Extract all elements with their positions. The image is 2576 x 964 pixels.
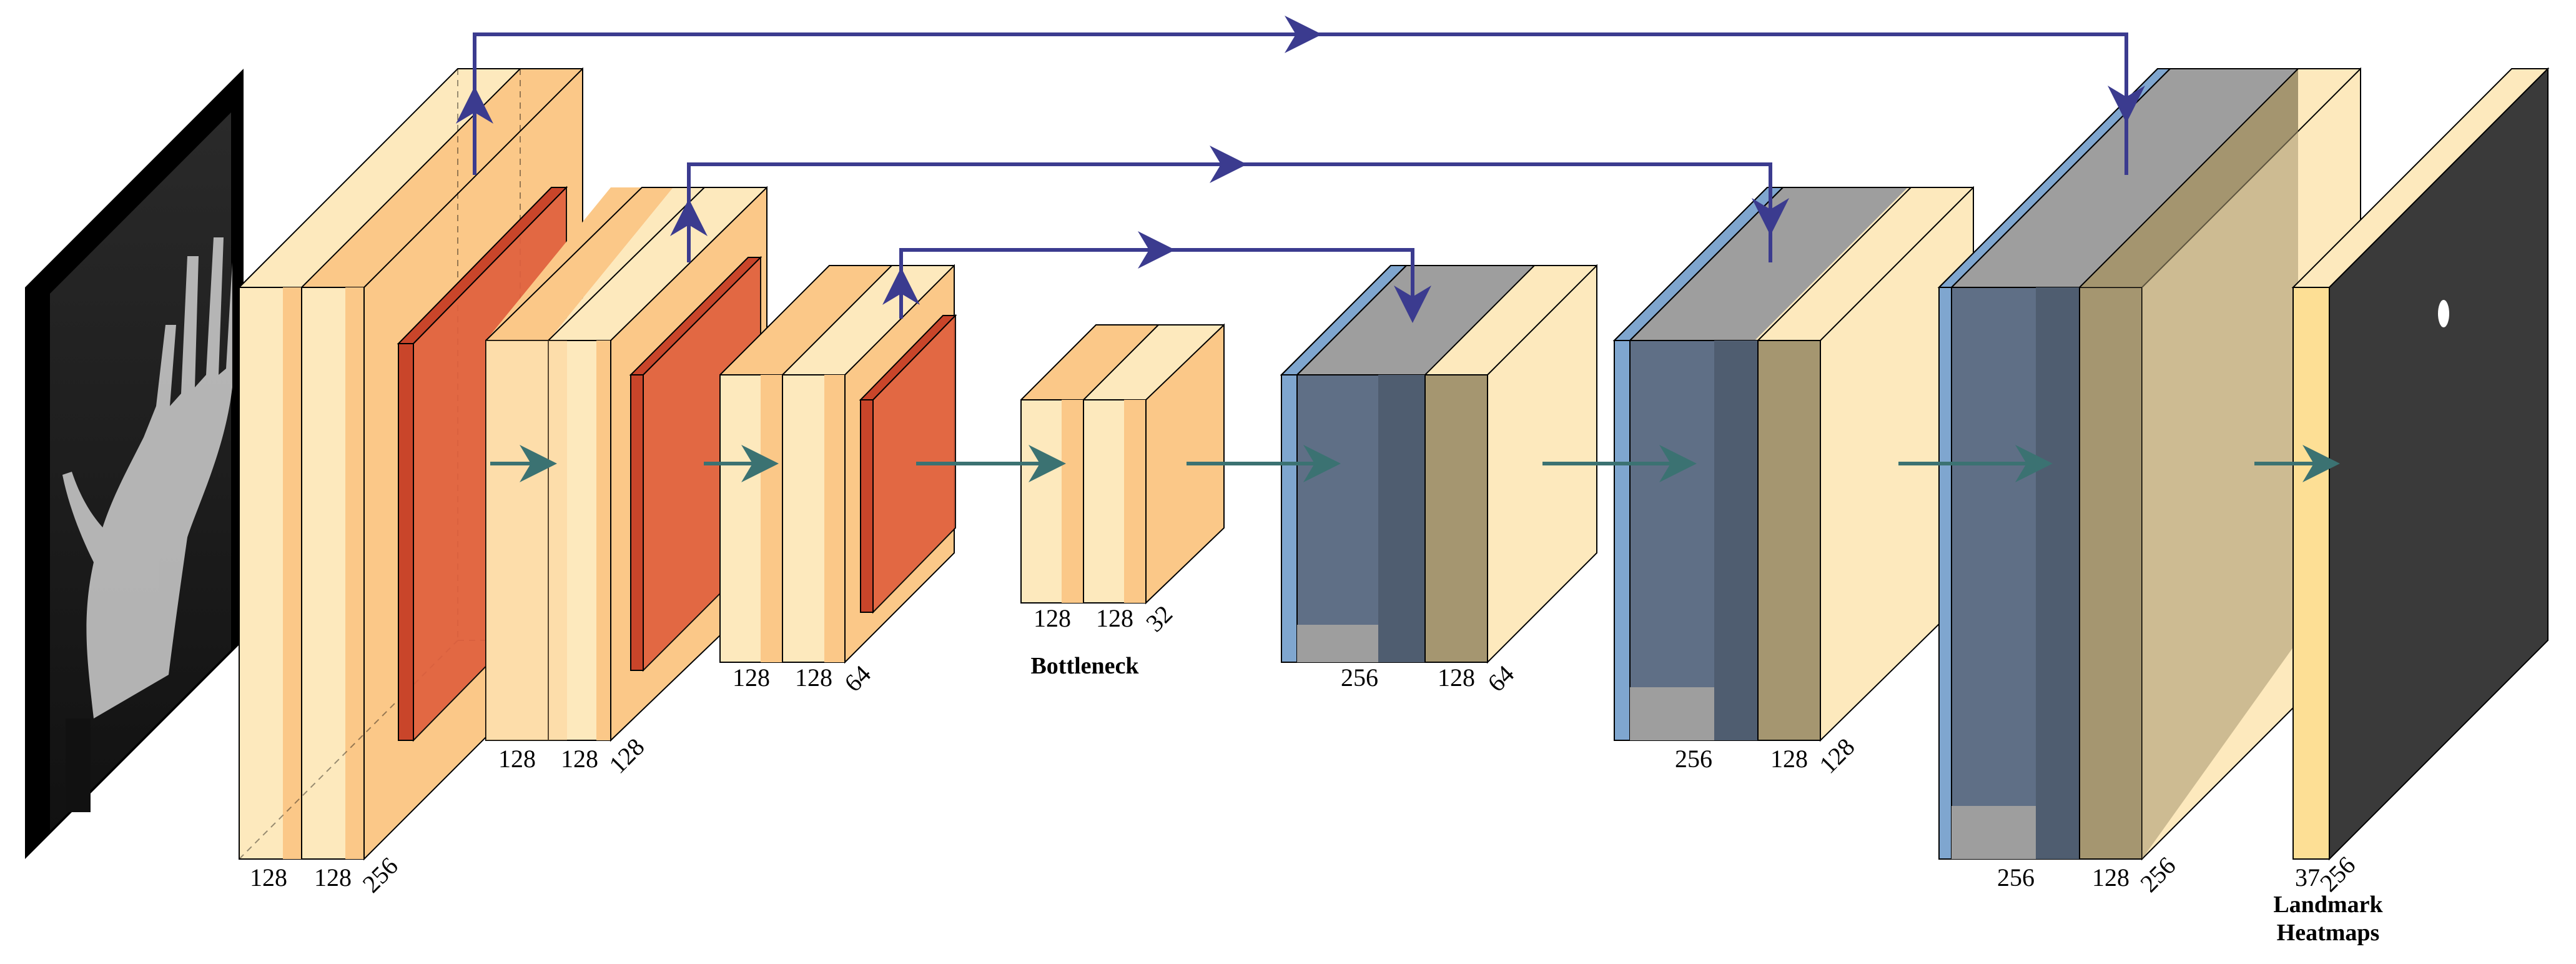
dim-label: 128 <box>733 663 770 692</box>
dim-label: 128 <box>1034 604 1071 632</box>
bottleneck-block: 128 128 32 Bottleneck <box>1020 323 1225 679</box>
dim-label: 256 <box>1675 745 1712 773</box>
input-xray-image <box>25 69 244 859</box>
dim-label: 128 <box>498 745 536 773</box>
dim-label: 128 <box>1438 663 1475 692</box>
dim-label: 128 <box>314 863 352 892</box>
pooling-layer-3 <box>859 314 957 614</box>
output-heatmap-block: 37 256 Landmark Heatmaps <box>2273 67 2550 946</box>
output-label-line2: Heatmaps <box>2277 920 2380 946</box>
dim-label: 256 <box>1341 663 1378 692</box>
dim-label: 64 <box>839 660 876 697</box>
dim-label: 128 <box>795 663 832 692</box>
dim-label: 37 <box>2295 863 2320 892</box>
bottleneck-label: Bottleneck <box>1030 653 1139 679</box>
skip-connection-1 <box>473 32 2128 175</box>
landmark-spot <box>2438 300 2449 327</box>
encoder-stage-2: 128 128 128 <box>485 186 767 779</box>
dim-label: 256 <box>1997 863 2035 892</box>
skip-connections <box>456 16 2145 323</box>
dim-label: 128 <box>1770 745 1808 773</box>
skip-connection-2 <box>687 162 1772 262</box>
dim-label: 128 <box>561 745 598 773</box>
dim-label: 128 <box>1096 604 1133 632</box>
output-label-line1: Landmark <box>2273 892 2383 918</box>
dim-label: 128 <box>2092 863 2129 892</box>
dim-label: 64 <box>1482 660 1519 697</box>
decoder-stage-2: 256 128 128 <box>1612 186 1974 779</box>
dim-label: 32 <box>1140 600 1178 637</box>
skip-connection-3 <box>899 248 1414 319</box>
decoder-stage-1: 256 128 64 <box>1280 264 1597 697</box>
dim-label: 128 <box>250 863 287 892</box>
